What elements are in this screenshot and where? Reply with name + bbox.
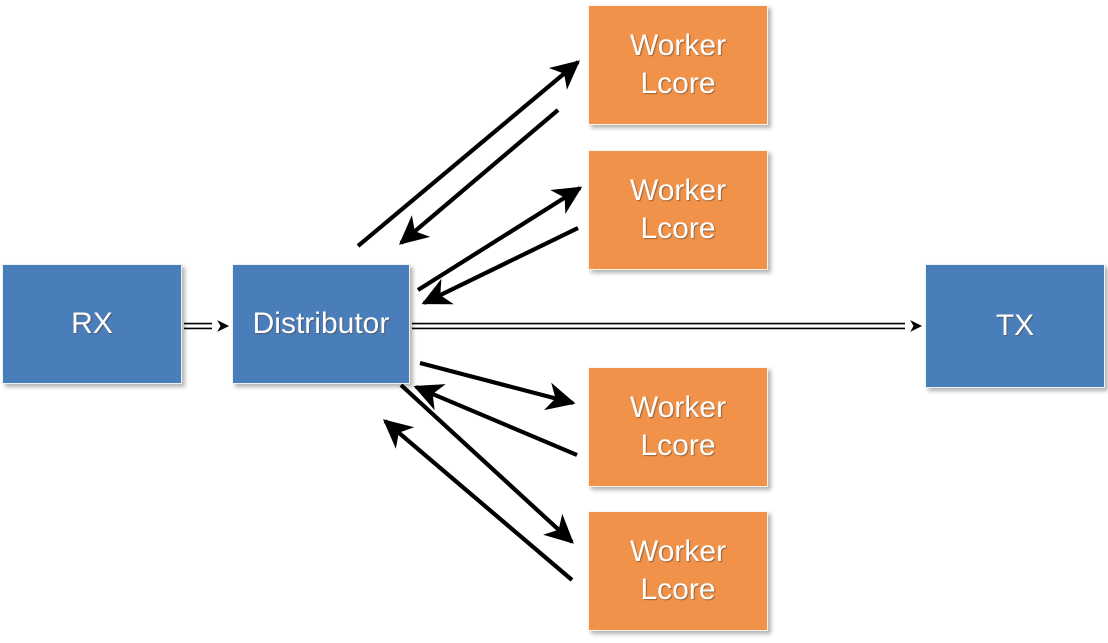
node-label-line: Worker [629, 390, 727, 424]
edge-worker3-to-distributor [413, 384, 578, 457]
edge-worker2-to-distributor [421, 226, 579, 305]
node-tx[interactable]: TX [925, 264, 1105, 388]
node-label-line: TX [995, 308, 1035, 342]
node-label-line: RX [71, 306, 113, 340]
node-label-line: Lcore [640, 67, 716, 100]
edge-distributor-to-worker2 [416, 186, 583, 292]
node-label-line: Worker [629, 28, 727, 62]
node-label-line: Lcore [640, 212, 716, 245]
node-label-line: Worker [629, 173, 727, 207]
node-label-line: Lcore [640, 573, 716, 606]
edge-worker1-to-distributor [398, 108, 560, 245]
edge-distributor-to-worker4 [399, 383, 574, 544]
edge-distributor-to-worker3 [419, 360, 576, 411]
node-label-line: Distributor [252, 306, 390, 340]
edge-distributor-to-worker1 [356, 60, 581, 248]
node-rx[interactable]: RX [2, 264, 182, 384]
node-label-line: Lcore [640, 429, 716, 462]
edge-worker4-to-distributor [383, 419, 574, 582]
node-label-line: Worker [629, 534, 727, 568]
node-distributor[interactable]: Distributor [232, 264, 410, 384]
